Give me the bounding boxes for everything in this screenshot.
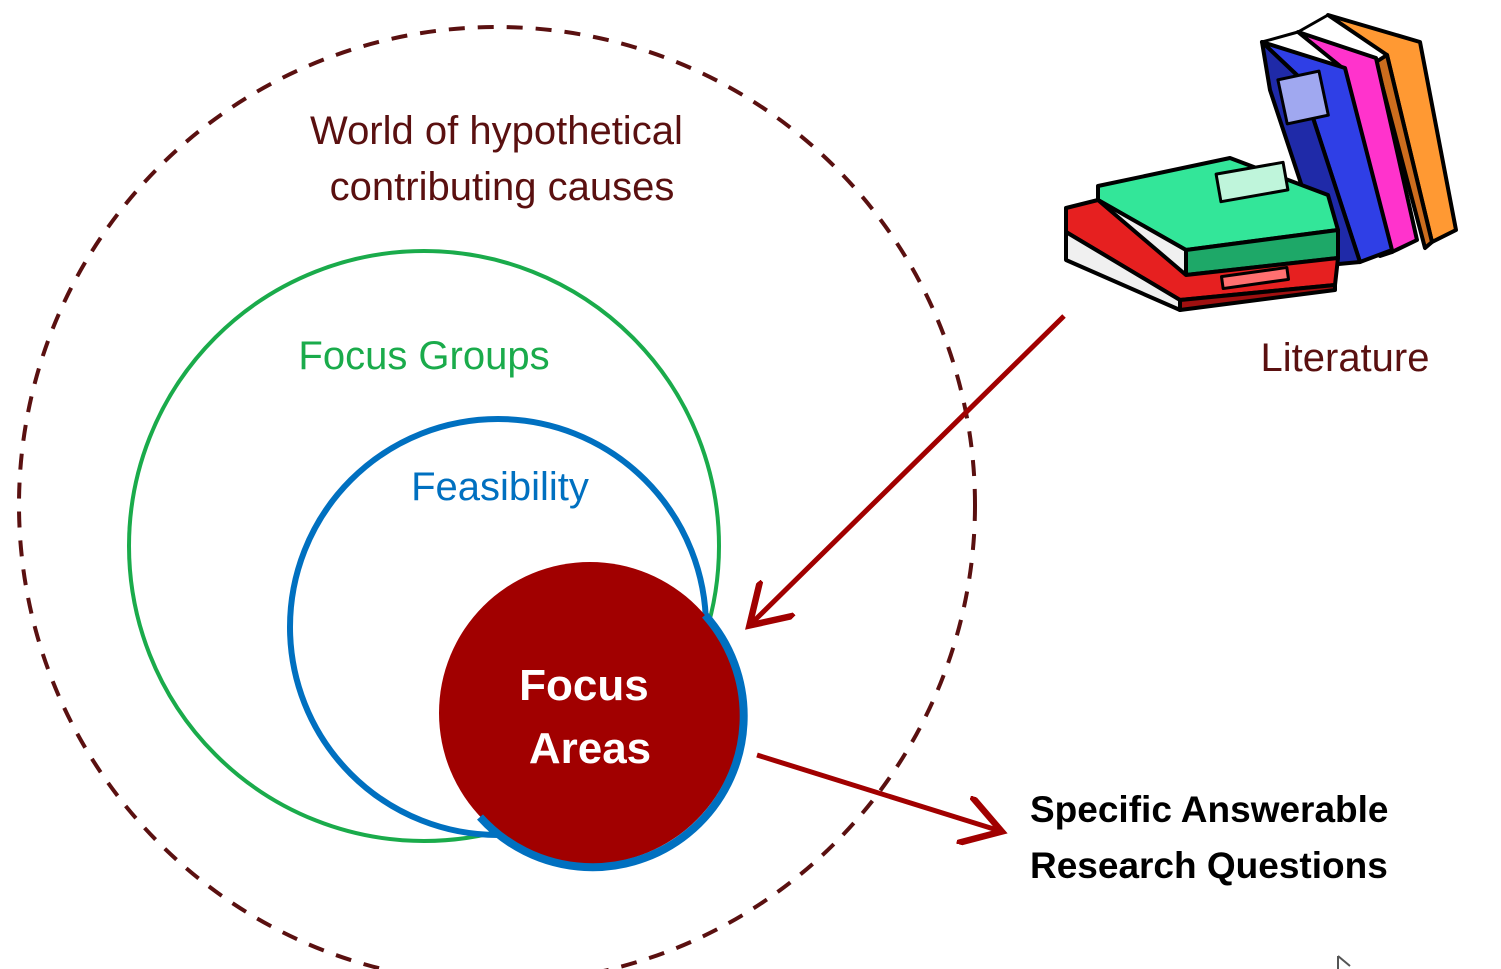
focus-areas-blue-rim xyxy=(477,612,748,872)
svg-text:Focus Areas: Focus Areas xyxy=(519,661,661,773)
focus-groups-circle xyxy=(127,249,721,843)
feasibility-label: Feasibility xyxy=(411,465,589,509)
outcome-label-line-1: Specific Answerable xyxy=(1030,789,1389,830)
focus-areas-circle xyxy=(439,562,741,864)
world-label-line-1: World of hypothetical xyxy=(310,109,683,153)
focus-areas-label-line-1: Focus xyxy=(519,661,649,710)
focus-areas-label-line-2: Areas xyxy=(529,724,651,773)
outcome-label-line-2: Research Questions xyxy=(1030,845,1388,886)
world-label-line-2: contributing causes xyxy=(330,165,675,209)
outcome-arrow xyxy=(756,752,997,830)
svg-text:Specific Answerable Resear: Specific Answerable Research Questions xyxy=(1030,789,1399,886)
world-circle xyxy=(17,25,977,969)
svg-text:World of hypothetical cont: World of hypothetical contributing cause… xyxy=(310,109,694,209)
cursor-icon xyxy=(1337,955,1351,969)
books-stack-icon xyxy=(1064,13,1458,312)
literature-label: Literature xyxy=(1261,336,1430,380)
focus-groups-label: Focus Groups xyxy=(298,334,549,378)
literature-arrow xyxy=(753,314,1066,622)
